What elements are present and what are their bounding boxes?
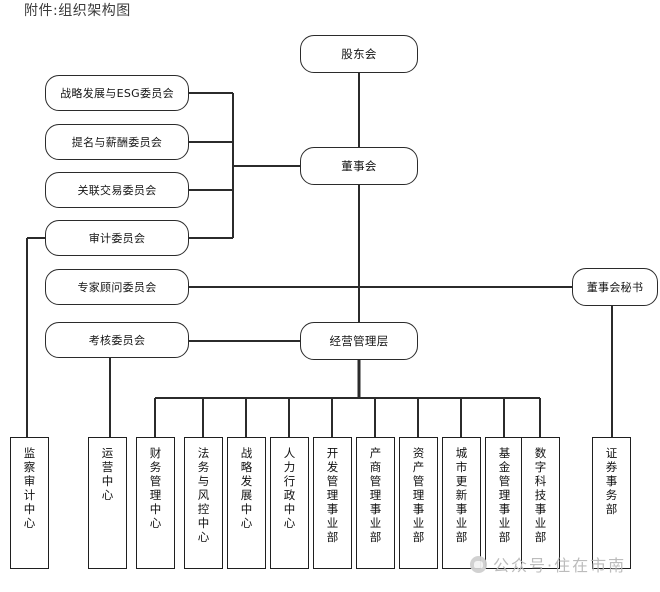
committee-label: 考核委员会 (88, 333, 146, 347)
committee-assessment[interactable]: 考核委员会 (45, 322, 189, 358)
department-finance-management-center[interactable]: 财务管理中心 (136, 437, 175, 569)
committee-audit[interactable]: 审计委员会 (45, 220, 189, 256)
department-label: 监察审计中心 (22, 447, 37, 531)
department-asset-management-division[interactable]: 资产管理事业部 (399, 437, 438, 569)
node-label: 董事会秘书 (586, 280, 644, 294)
department-operations-center[interactable]: 运营中心 (88, 437, 127, 569)
committee-label: 战略发展与ESG委员会 (60, 86, 174, 100)
department-legal-risk-control-center[interactable]: 法务与风控中心 (184, 437, 223, 569)
node-board-secretary[interactable]: 董事会秘书 (572, 268, 658, 306)
committee-expert-advisory[interactable]: 专家顾问委员会 (45, 269, 189, 305)
department-urban-renewal-division[interactable]: 城市更新事业部 (442, 437, 481, 569)
committee-label: 提名与薪酬委员会 (71, 135, 163, 149)
department-label: 财务管理中心 (148, 447, 163, 531)
committee-related-transactions[interactable]: 关联交易委员会 (45, 172, 189, 208)
wechat-icon (470, 555, 487, 573)
department-development-management-division[interactable]: 开发管理事业部 (313, 437, 352, 569)
node-management-level[interactable]: 经营管理层 (300, 322, 418, 360)
department-label: 证券事务部 (604, 447, 619, 517)
page-title: 附件:组织架构图 (24, 3, 131, 19)
committee-label: 关联交易委员会 (77, 183, 157, 197)
committee-label: 审计委员会 (88, 231, 146, 245)
department-label: 战略发展中心 (239, 447, 254, 531)
department-strategy-development-center[interactable]: 战略发展中心 (227, 437, 266, 569)
department-label: 开发管理事业部 (325, 447, 340, 545)
node-board-of-directors[interactable]: 董事会 (300, 147, 418, 185)
department-label: 数字科技事业部 (533, 447, 548, 545)
department-label: 人力行政中心 (282, 447, 297, 531)
department-securities-affairs-department[interactable]: 证券事务部 (592, 437, 631, 569)
department-label: 运营中心 (100, 447, 115, 503)
node-label: 股东会 (341, 46, 377, 61)
department-label: 产商管理事业部 (368, 447, 383, 545)
node-label: 经营管理层 (329, 333, 389, 348)
department-supervision-audit-center[interactable]: 监察审计中心 (10, 437, 49, 569)
department-label: 基金管理事业部 (497, 447, 512, 545)
node-shareholders-meeting[interactable]: 股东会 (300, 35, 418, 73)
watermark-text: 公众号·住在市南 (493, 556, 627, 575)
department-digital-technology-division[interactable]: 数字科技事业部 (521, 437, 560, 569)
department-commercial-management-division[interactable]: 产商管理事业部 (356, 437, 395, 569)
department-label: 城市更新事业部 (454, 447, 469, 545)
department-label: 资产管理事业部 (411, 447, 426, 545)
committee-label: 专家顾问委员会 (77, 280, 157, 294)
committee-nomination-remuneration[interactable]: 提名与薪酬委员会 (45, 124, 189, 160)
department-fund-management-division[interactable]: 基金管理事业部 (485, 437, 524, 569)
watermark: 公众号·住在市南 (470, 552, 626, 576)
department-label: 法务与风控中心 (196, 447, 211, 545)
department-hr-administration-center[interactable]: 人力行政中心 (270, 437, 309, 569)
committee-strategy-esg[interactable]: 战略发展与ESG委员会 (45, 75, 189, 111)
node-label: 董事会 (341, 158, 377, 173)
